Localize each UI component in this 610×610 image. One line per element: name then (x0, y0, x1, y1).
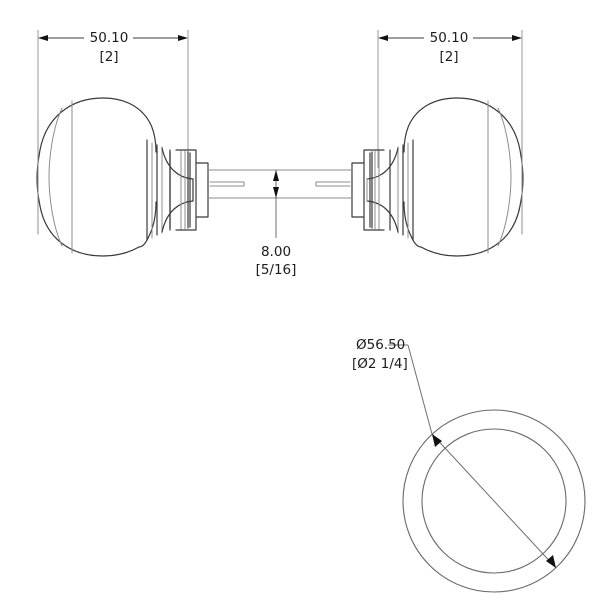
spindle-slot-left (209, 181, 245, 187)
diameter-measure-line (431, 433, 557, 569)
dimension-knob-right: 50.10 [2] (377, 30, 523, 168)
rose-plan-view: Ø56.50 [Ø2 1/4] (352, 337, 586, 593)
left-knob-head-outline (36, 97, 140, 257)
right-knob-head-bottom-left (403, 201, 422, 248)
right-knob-assembly (351, 97, 524, 257)
left-knob-head-top-right (102, 97, 157, 153)
arrowhead-spindle-bottom-icon (273, 187, 279, 198)
dimension-alt-spindle: [5/16] (256, 262, 297, 278)
arrowhead-right-end-icon (512, 35, 522, 41)
dimension-spindle-thickness: 8.00 [5/16] (256, 170, 297, 278)
left-rose-plate-outline (175, 149, 197, 231)
dimension-alt-rose-diameter: [Ø2 1/4] (352, 356, 408, 372)
dimension-alt-knob-left: [2] (99, 49, 118, 65)
spindle-slot-right (315, 181, 351, 187)
arrowhead-diameter-start-icon (432, 434, 442, 447)
right-knob-inner-silhouette (497, 107, 512, 247)
dimension-value-rose-diameter: Ø56.50 (356, 337, 405, 353)
dimension-value-spindle: 8.00 (261, 244, 291, 260)
right-spindle-root (351, 162, 365, 218)
arrowhead-left-start-icon (38, 35, 48, 41)
arrowhead-left-end-icon (178, 35, 188, 41)
dimension-value-knob-left: 50.10 (90, 30, 129, 46)
left-knob-head-bottom-right (138, 201, 157, 248)
arrowhead-right-start-icon (378, 35, 388, 41)
right-knob-head-outline (420, 97, 524, 257)
left-knob-inner-silhouette (48, 107, 63, 247)
right-rose-plate-outline (363, 149, 385, 231)
arrowhead-diameter-end-icon (546, 555, 556, 568)
dimension-alt-knob-right: [2] (439, 49, 458, 65)
left-spindle-root (195, 162, 209, 218)
diameter-leader-line (407, 344, 433, 435)
left-knob-assembly (36, 97, 209, 257)
dimension-knob-left: 50.10 [2] (37, 30, 189, 168)
rose-inner-circle (421, 428, 567, 574)
right-knob-head-top-left (403, 97, 458, 153)
rose-outer-circle (402, 409, 586, 593)
arrowhead-spindle-top-icon (273, 170, 279, 181)
dimension-value-knob-right: 50.10 (430, 30, 469, 46)
spindle-rod (207, 169, 353, 199)
